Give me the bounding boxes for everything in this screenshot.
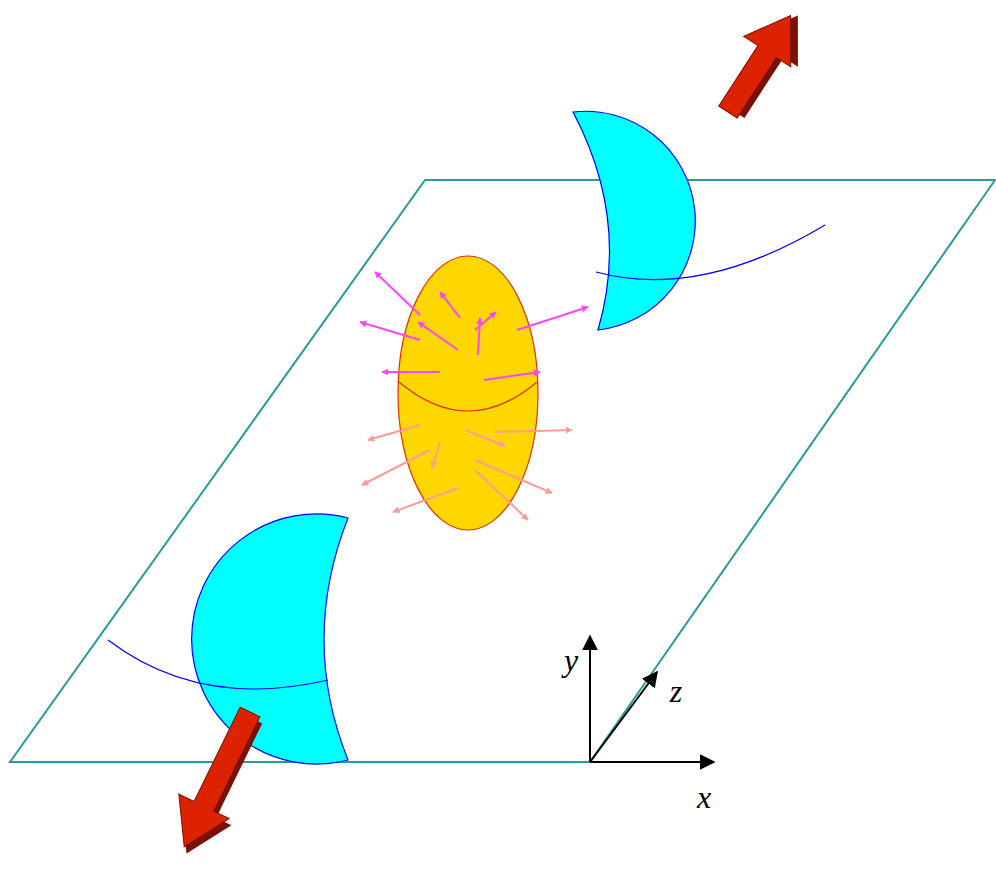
momentum-arrow	[705, 0, 822, 131]
overlap-equator	[399, 382, 537, 411]
coordinate-axes	[590, 636, 714, 762]
particle-arrows	[362, 425, 572, 520]
nucleus-spectator	[192, 514, 348, 764]
overlap-zone	[398, 256, 538, 530]
momentum-arrow	[157, 700, 280, 866]
axis-label: x	[697, 781, 711, 813]
nucleus-spectator	[573, 111, 695, 330]
particle-arrows	[360, 272, 588, 380]
axis-label: y	[564, 644, 578, 676]
nucleus-equator	[596, 225, 825, 280]
reaction-plane	[10, 180, 995, 762]
axis-label: z	[670, 675, 682, 707]
nucleus-equator	[108, 640, 328, 689]
